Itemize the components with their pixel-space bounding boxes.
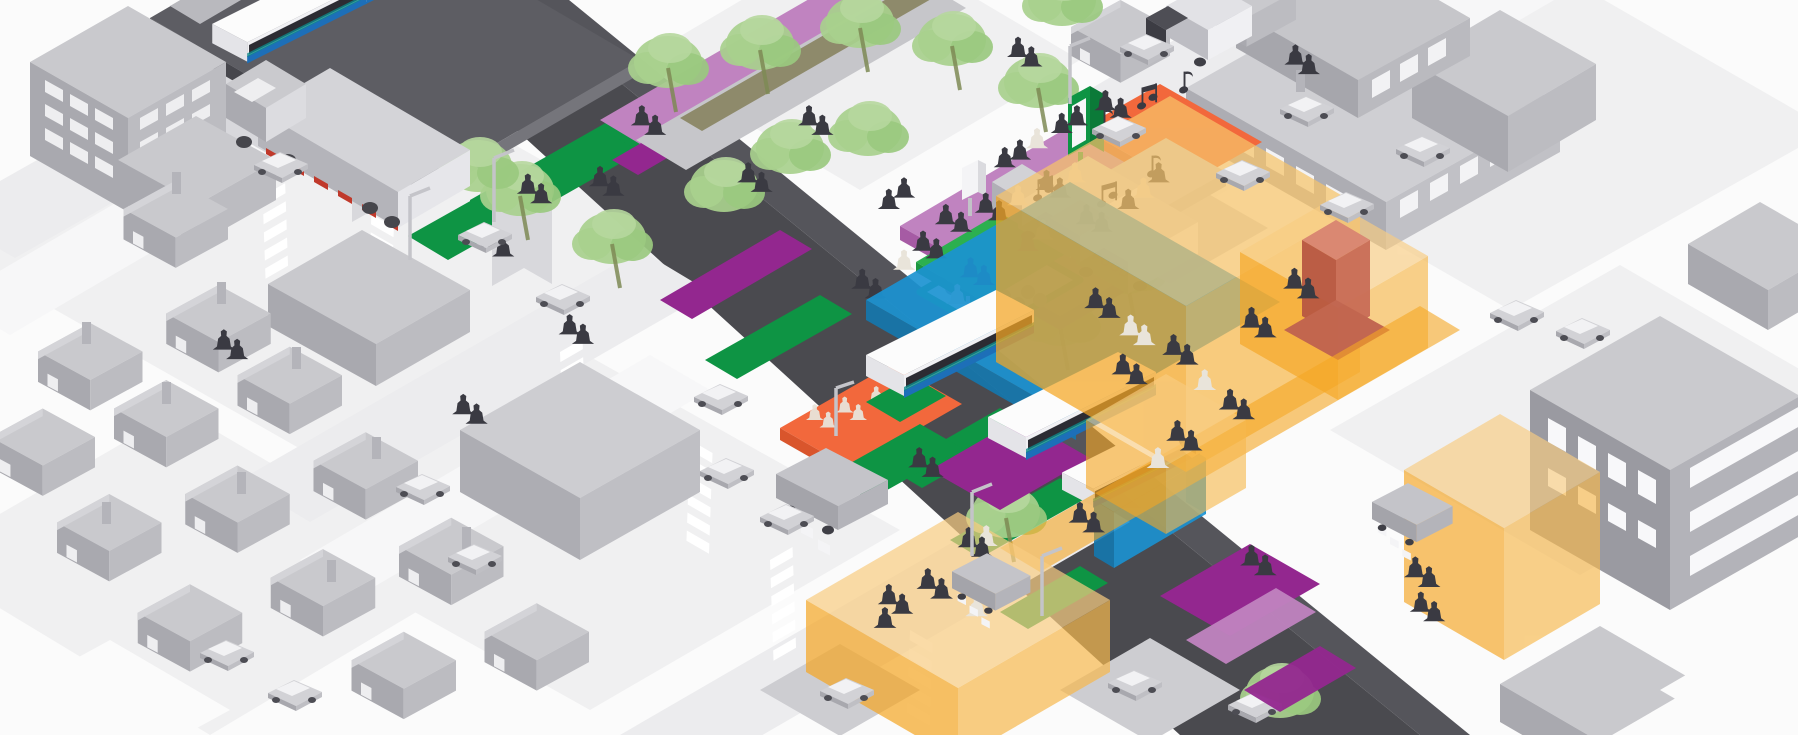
box-truck bbox=[1146, 0, 1252, 67]
foreground-ground-wedges bbox=[0, 632, 1798, 735]
single-family-houses bbox=[0, 172, 589, 720]
landmark-tower bbox=[1284, 220, 1390, 360]
warehouse-volumes-left bbox=[118, 116, 700, 560]
street-lamps bbox=[408, 36, 1091, 616]
lower-corridor-bands bbox=[1186, 588, 1356, 712]
plaza-sign-board[interactable] bbox=[962, 160, 986, 216]
